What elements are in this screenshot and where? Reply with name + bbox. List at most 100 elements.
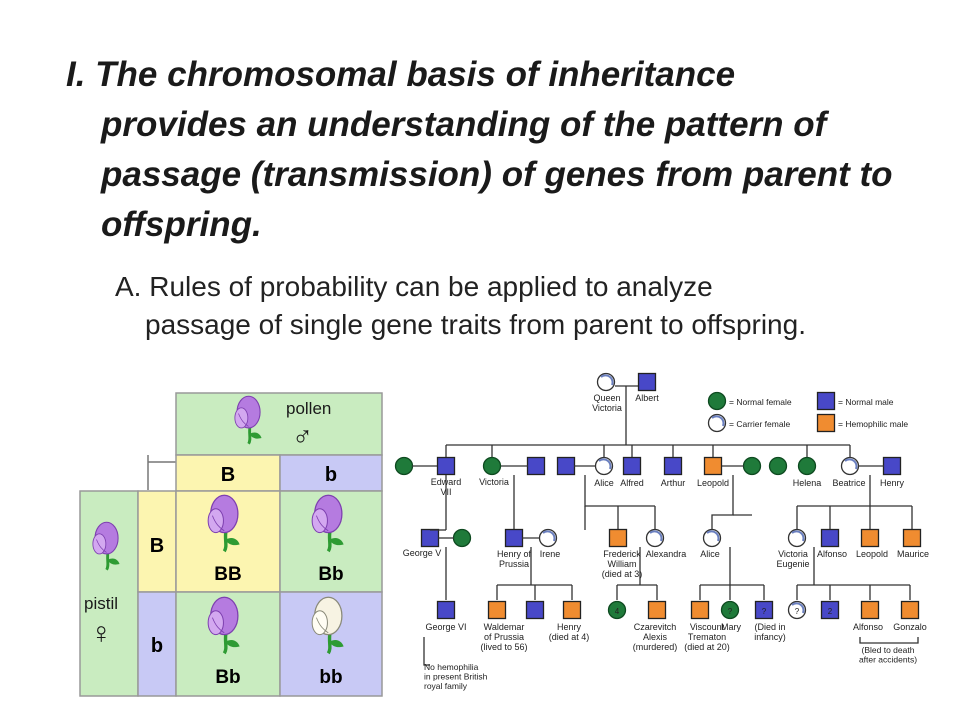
normal-female-symbol	[452, 528, 472, 548]
row-header-recessive	[137, 591, 177, 697]
legend-label: = Normal male	[838, 397, 894, 407]
subpoint-line-1: A. Rules of probability can be applied t…	[115, 271, 713, 302]
normal-male-symbol	[637, 372, 657, 392]
carrier-shading	[791, 602, 805, 614]
symbol-count-label: ?	[762, 607, 767, 616]
hemophilic-male-symbol	[900, 600, 920, 620]
carrier-shading	[649, 530, 663, 542]
pedigree-label: Henry	[880, 478, 905, 488]
pedigree-label: Alice	[594, 478, 614, 488]
normal-female-symbol	[394, 456, 414, 476]
subpoint-continuation: passage of single gene traits from paren…	[145, 309, 806, 340]
genotype-label: Bb	[318, 564, 343, 585]
normal-female-symbol	[742, 456, 762, 476]
normal-female-symbol	[768, 456, 788, 476]
pedigree-label: Gonzalo	[893, 622, 927, 632]
carrier-shading	[844, 458, 858, 470]
pedigree-connector	[423, 637, 430, 666]
col-allele-1: B	[221, 464, 235, 486]
pedigree-label: Alice	[700, 549, 720, 559]
normal-male-symbol	[882, 456, 902, 476]
pedigree-label: George V	[403, 548, 442, 558]
heading-line-1: I. The chromosomal basis of inheritance	[66, 55, 736, 94]
pollen-box	[175, 392, 383, 456]
normal-female-symbol	[607, 600, 627, 620]
slide-heading: I. The chromosomal basis of inheritance …	[66, 50, 926, 250]
col-allele-2: b	[325, 464, 337, 486]
normal-female-symbol	[720, 600, 740, 620]
pedigree-label: Alfonso	[853, 622, 883, 632]
pedigree-label: Mary	[721, 622, 741, 632]
pedigree-label: Arthur	[661, 478, 686, 488]
normal-male-symbol	[436, 456, 456, 476]
genotype-label: BB	[214, 564, 241, 585]
normal-male-symbol	[556, 456, 576, 476]
hemophilic-male-symbol	[703, 456, 723, 476]
hemophilic-male-symbol	[487, 600, 507, 620]
carrier-shading	[598, 458, 612, 470]
hemophilic-male-symbol	[860, 600, 880, 620]
pedigree-label: Irene	[540, 549, 561, 559]
heading-continuation: provides an understanding of the pattern…	[101, 105, 893, 244]
genotype-label: bb	[319, 667, 342, 688]
carrier-shading	[542, 530, 556, 542]
pedigree-label: Helena	[793, 478, 822, 488]
normal-male-symbol	[816, 391, 836, 411]
carrier-shading	[600, 374, 614, 386]
male-symbol: ♂	[292, 421, 313, 452]
hemophilic-male-symbol	[608, 528, 628, 548]
female-symbol: ♀	[90, 617, 113, 650]
hemophilic-male-symbol	[690, 600, 710, 620]
pedigree-label: Leopold	[697, 478, 729, 488]
hemophilic-male-symbol	[647, 600, 667, 620]
carrier-shading	[711, 415, 725, 427]
pedigree-label: Beatrice	[832, 478, 865, 488]
punnett-square-diagram: pollen ♂ B b pistil ♀ B b BB Bb Bb bb	[79, 392, 383, 697]
slide-subpoint: A. Rules of probability can be applied t…	[115, 268, 895, 344]
col-header-recessive	[279, 454, 383, 492]
pedigree-connector	[859, 637, 919, 644]
pollen-label: pollen	[286, 399, 331, 418]
normal-female-symbol	[797, 456, 817, 476]
pedigree-label: Leopold	[856, 549, 888, 559]
pedigree-label: Alfonso	[817, 549, 847, 559]
row-allele-1: B	[150, 535, 164, 557]
normal-male-symbol	[622, 456, 642, 476]
carrier-shading	[706, 530, 720, 542]
legend-label: = Hemophilic male	[838, 419, 908, 429]
pedigree-label: Henry(died at 4)	[549, 622, 590, 642]
symbol-count-label: ?	[795, 607, 800, 616]
normal-male-symbol	[420, 528, 440, 548]
pistil-label: pistil	[84, 594, 118, 613]
legend-label: = Normal female	[729, 397, 792, 407]
normal-male-symbol	[754, 600, 774, 620]
carrier-shading	[791, 530, 805, 542]
symbol-count-label: ?	[728, 607, 733, 616]
pedigree-label: Victoria	[479, 477, 509, 487]
row-allele-2: b	[151, 635, 163, 657]
col-header-dominant	[175, 454, 281, 492]
normal-male-symbol	[820, 528, 840, 548]
hemophilic-male-symbol	[902, 528, 922, 548]
normal-male-symbol	[525, 600, 545, 620]
normal-male-symbol	[436, 600, 456, 620]
pedigree-label: Maurice	[897, 549, 929, 559]
normal-male-symbol	[504, 528, 524, 548]
normal-female-symbol	[482, 456, 502, 476]
hemophilic-male-symbol	[860, 528, 880, 548]
legend-label: = Carrier female	[729, 419, 790, 429]
normal-female-symbol	[707, 391, 727, 411]
normal-male-symbol	[820, 600, 840, 620]
pedigree-label: George VI	[425, 622, 466, 632]
hemophilic-male-symbol	[816, 413, 836, 433]
